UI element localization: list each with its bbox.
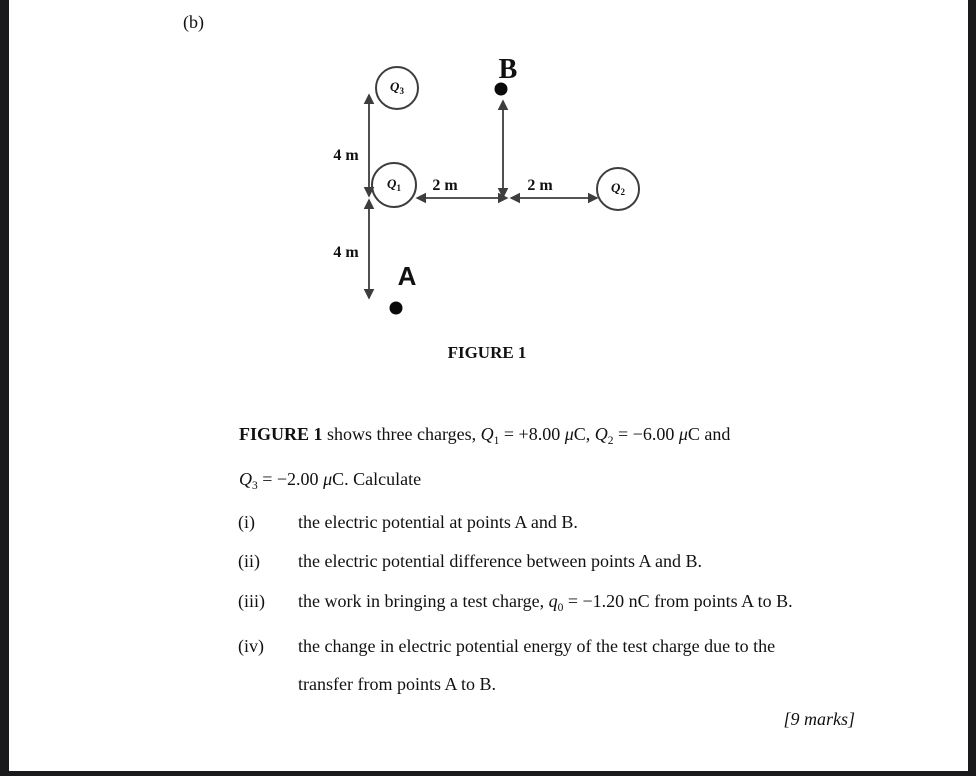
item-number: (ii) (238, 551, 260, 571)
item-text: the electric potential difference betwee… (298, 551, 703, 571)
charge-q2-circle (596, 167, 640, 211)
question-item-iv: (iv) the change in electric potential en… (238, 636, 888, 662)
charge-q2-symbol: Q (611, 180, 621, 195)
mu-symbol: μ (323, 469, 333, 489)
charge-q3-subscript: 3 (399, 86, 404, 96)
point-b-label: B (498, 54, 518, 85)
mu-symbol: μ (564, 424, 574, 444)
point-a-label: A (397, 261, 417, 291)
distance-2m-left-label: 2 m (432, 177, 458, 194)
unit-text: C. Calculate (332, 469, 422, 489)
figure-reference: FIGURE 1 (239, 424, 323, 444)
marks-allocation: [9 marks] (783, 709, 855, 729)
q1-subscript: 1 (493, 435, 500, 447)
item-text: the work in bringing a test charge, q0 =… (298, 591, 793, 614)
charge-q1-symbol: Q (387, 176, 397, 191)
charge-q1-subscript: 1 (396, 183, 401, 193)
item-text-pre: the work in bringing a test charge, (298, 591, 549, 611)
charge-q3-label: Q3 (390, 80, 404, 96)
part-label: (b) (183, 12, 204, 32)
q3-value: = −2.00 (257, 469, 324, 489)
distance-4m-top-label: 4 m (333, 147, 359, 164)
charge-q2-label: Q2 (611, 181, 625, 197)
question-item-ii: (ii) the electric potential difference b… (238, 551, 888, 577)
problem-intro-line1: FIGURE 1 shows three charges, Q1 = +8.00… (239, 424, 730, 447)
bottom-border-bar (0, 771, 976, 776)
charge-q3-symbol: Q (390, 79, 400, 94)
q1-value: = +8.00 (499, 424, 565, 444)
problem-intro-line2: Q3 = −2.00 μC. Calculate (239, 469, 421, 492)
question-item-i: (i) the electric potential at points A a… (238, 512, 888, 538)
left-border-bar (0, 0, 9, 776)
item-text: the change in electric potential energy … (298, 636, 776, 656)
q3-subscript: 3 (252, 480, 258, 492)
q2-symbol: Q (594, 424, 608, 444)
test-charge-symbol: q (548, 591, 558, 611)
distance-4m-bottom-label: 4 m (333, 244, 359, 261)
item-text-post: = −1.20 nC from points A to B. (563, 591, 793, 611)
distance-2m-right-label: 2 m (527, 177, 553, 194)
q1-symbol: Q (480, 424, 494, 444)
figure-caption: FIGURE 1 (447, 343, 527, 362)
right-border-bar (968, 0, 976, 776)
item-text-continued: transfer from points A to B. (298, 674, 496, 694)
unit-text: C, (573, 424, 595, 444)
question-item-iv-line2: transfer from points A to B. (238, 674, 888, 700)
figure-diagram (363, 66, 640, 315)
unit-text: C and (687, 424, 731, 444)
charge-q3-circle (375, 66, 419, 110)
charge-q2-subscript: 2 (620, 187, 625, 197)
question-item-iii: (iii) the work in bringing a test charge… (238, 591, 888, 617)
intro-text: shows three charges, (322, 424, 481, 444)
test-charge-subscript: 0 (557, 602, 564, 614)
point-a-dot (389, 301, 403, 315)
item-number: (i) (238, 512, 255, 532)
item-number: (iv) (238, 636, 264, 656)
q2-subscript: 2 (607, 435, 614, 447)
mu-symbol: μ (678, 424, 688, 444)
item-number: (iii) (238, 591, 265, 611)
q2-value: = −6.00 (613, 424, 679, 444)
q3-symbol: Q (239, 469, 252, 489)
charge-q1-label: Q1 (387, 177, 401, 193)
item-text: the electric potential at points A and B… (298, 512, 578, 532)
point-b-dot (494, 82, 508, 96)
